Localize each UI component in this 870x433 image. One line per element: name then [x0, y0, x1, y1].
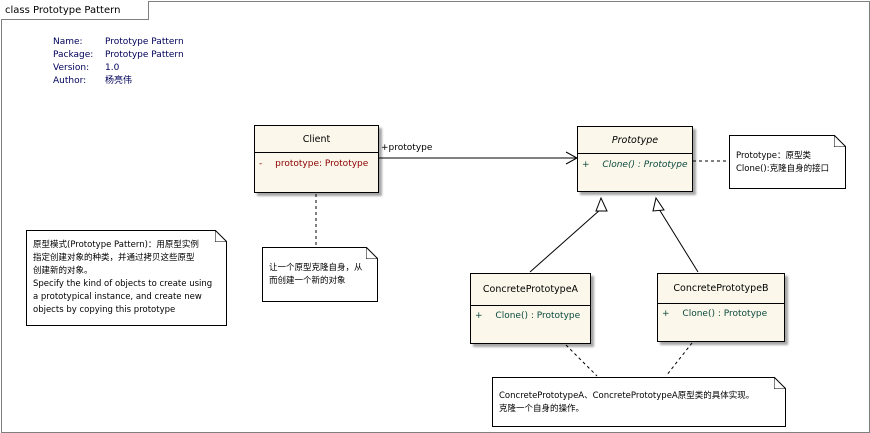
association-role-label: +prototype — [381, 143, 433, 153]
concrete-prototype-b-class[interactable]: ConcretePrototypeB + Clone() : Prototype — [657, 273, 785, 342]
note-fold-icon — [774, 377, 786, 389]
prototype-operation: + Clone() : Prototype — [582, 160, 688, 170]
generalization-arrowhead-a — [595, 196, 608, 212]
concrete-prototype-a-class[interactable]: ConcretePrototypeA + Clone() : Prototype — [470, 273, 591, 344]
note-fold-icon — [834, 135, 846, 147]
class-name: Client — [255, 126, 378, 153]
generalization-line-a[interactable] — [529, 208, 602, 273]
client-class[interactable]: Client - prototype: Prototype — [254, 125, 379, 193]
concrete-b-operation: + Clone() : Prototype — [662, 309, 768, 319]
generalization-line-b[interactable] — [658, 208, 699, 273]
connectors-layer — [315, 151, 729, 377]
metadata-row: Author:杨亮伟 — [53, 76, 133, 86]
concrete-a-operation: + Clone() : Prototype — [475, 311, 581, 321]
note-fold-icon — [215, 230, 227, 242]
note-link-concrete-b[interactable] — [665, 342, 693, 377]
class-name: Prototype — [578, 127, 692, 154]
pattern-description-note[interactable]: 原型模式(Prototype Pattern)：用原型实例 指定创建对象的种类，… — [26, 230, 227, 326]
client-note[interactable]: 让一个原型克隆自身，从 而创建一个新的对象 — [262, 247, 378, 302]
metadata-row: Package:Prototype Pattern — [53, 50, 184, 60]
note-fold-icon — [366, 247, 378, 259]
generalization-arrowhead-b — [652, 196, 665, 212]
prototype-note[interactable]: Prototype：原型类 Clone():克隆自身的接口 — [729, 135, 846, 189]
metadata-row: Version:1.0 — [53, 63, 120, 73]
diagram-frame-title: class Prototype Pattern — [1, 1, 149, 20]
prototype-class[interactable]: Prototype + Clone() : Prototype — [577, 126, 693, 192]
metadata-row: Name:Prototype Pattern — [53, 37, 184, 47]
note-link-concrete-a[interactable] — [565, 344, 598, 377]
class-name: ConcretePrototypeA — [471, 274, 590, 306]
diagram-metadata: Name:Prototype Pattern Package:Prototype… — [53, 36, 184, 88]
class-name: ConcretePrototypeB — [658, 274, 784, 304]
client-attribute: - prototype: Prototype — [259, 159, 369, 169]
